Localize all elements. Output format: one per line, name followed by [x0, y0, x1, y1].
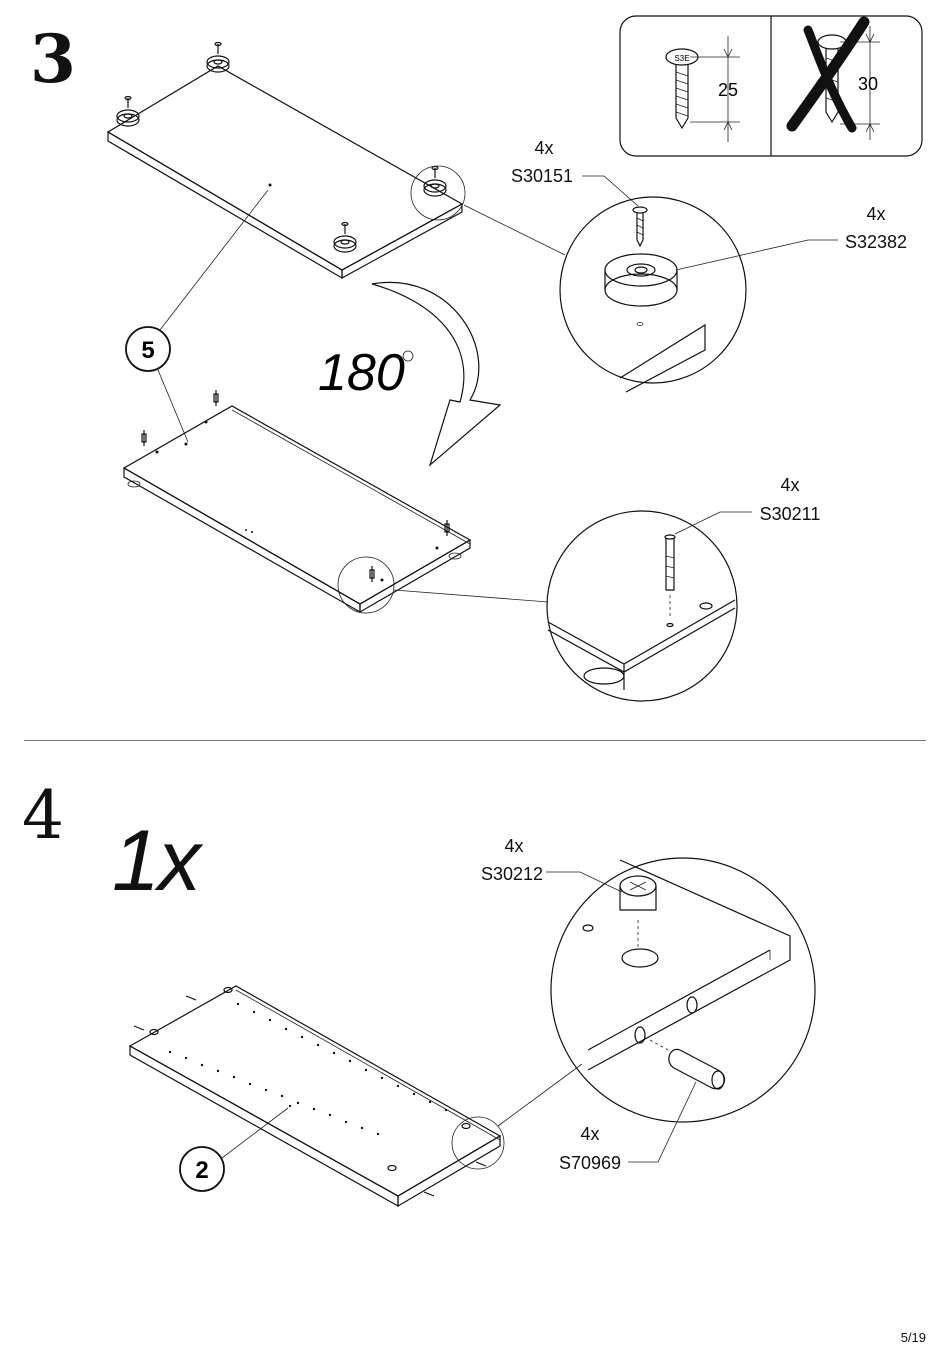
- hole-row: [168, 1002, 448, 1136]
- part-label-5: 5: [125, 189, 269, 443]
- allowed-length: 25: [718, 80, 738, 100]
- callout-s30151-code: S30151: [510, 166, 574, 186]
- step3-panel-top: [106, 41, 566, 280]
- svg-text:5: 5: [141, 337, 154, 364]
- step-divider: [24, 740, 926, 741]
- detail-foot-pad: [559, 175, 838, 393]
- forbidden-length: 30: [858, 74, 878, 94]
- callout-s32382-code: S32382: [844, 232, 908, 252]
- part-label-2: 2: [179, 1107, 289, 1192]
- detail-cam-bolt: [546, 510, 752, 702]
- foot-pad: [116, 55, 447, 253]
- cam-bolt-icon: [141, 390, 450, 582]
- step3-panel-flipped: [122, 390, 549, 614]
- svg-text:2: 2: [195, 1157, 208, 1184]
- screw-ok-icon: S3E: [665, 48, 699, 130]
- callout-s70969-qty: 4x: [580, 1124, 600, 1144]
- callout-s30212-code: S30212: [480, 864, 544, 884]
- wooden-dowel-icon: [133, 995, 487, 1197]
- callout-s32382-qty: 4x: [866, 204, 886, 224]
- callout-s70969-code: S70969: [558, 1153, 622, 1173]
- rotation-angle: 180: [318, 344, 405, 402]
- step-3-number: 3: [30, 20, 76, 98]
- cross-mark-icon: [786, 16, 870, 133]
- callout-s30212-qty: 4x: [504, 836, 524, 856]
- page-number: 5/19: [900, 1330, 926, 1345]
- rotate-arrow-icon: [371, 281, 502, 467]
- cam-lock-icon: [149, 986, 471, 1172]
- step4-panel: [128, 985, 583, 1208]
- detail-cam-lock: [546, 857, 816, 1163]
- screw-icon: [124, 41, 439, 234]
- callout-s30211-code: S30211: [759, 504, 821, 524]
- callout-s30151-qty: 4x: [534, 138, 554, 158]
- degree-symbol: [402, 350, 414, 362]
- screw-length-guide: S3E 25 30: [619, 15, 923, 157]
- callout-s30211-qty: 4x: [780, 475, 800, 495]
- step-4-quantity: 1x: [112, 813, 201, 909]
- screw-mark-ok: S3E: [674, 54, 689, 63]
- step-4-number: 4: [22, 777, 64, 854]
